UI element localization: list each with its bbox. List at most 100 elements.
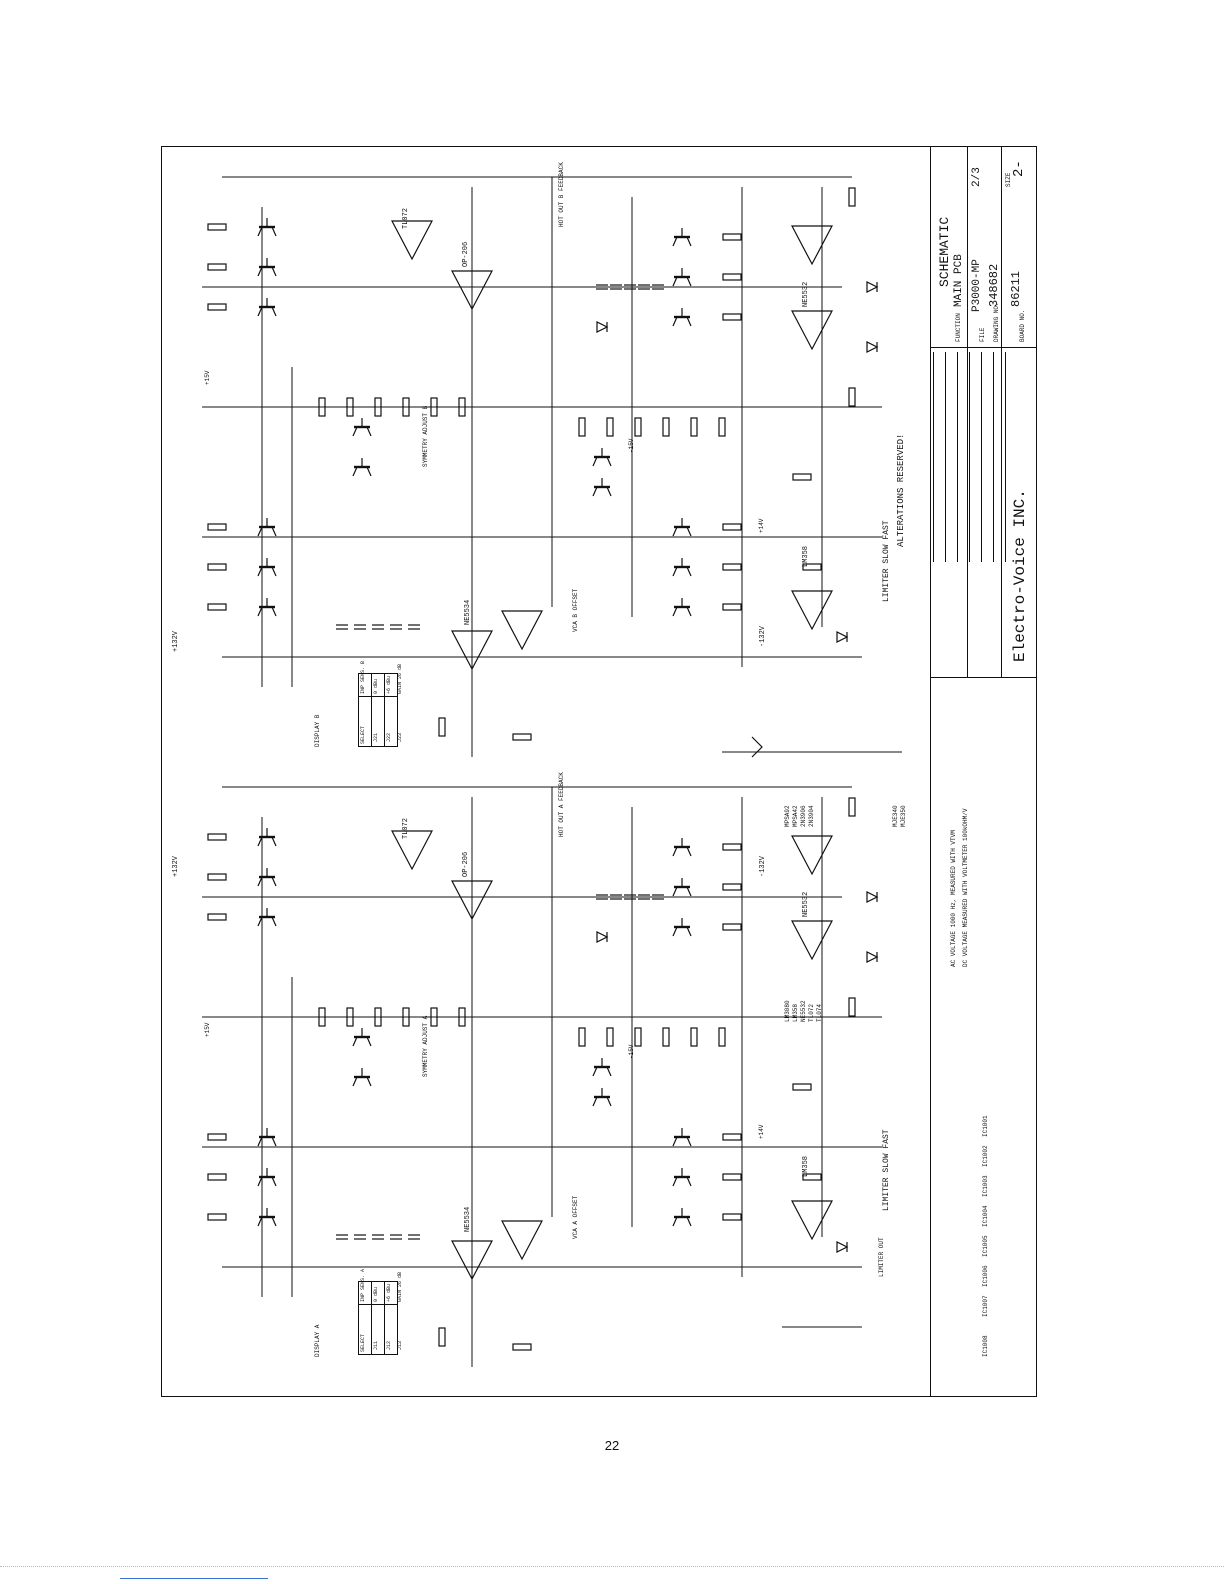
- driver-transistor-a: [592, 1088, 612, 1107]
- schematic-frame: SCHEMATIC FUNCTION MAIN PCB FILE P3000-M…: [161, 146, 1037, 1397]
- emitter-resistor-a: [207, 873, 227, 881]
- bus-label-3: IC1003: [982, 1175, 989, 1197]
- bias-resistor-b: [374, 397, 382, 417]
- transistor-lead: [686, 1136, 692, 1147]
- transistor-lead: [366, 1036, 372, 1047]
- transistor-lead: [257, 876, 263, 887]
- transistor-lead: [672, 316, 678, 327]
- capacitor-b: [610, 284, 622, 290]
- transistor-lead: [672, 526, 678, 537]
- limiter-a: LIMITER SLOW FAST: [882, 1129, 891, 1211]
- sheet-number: 2/3: [971, 167, 983, 187]
- bias-resistor-b: [318, 397, 326, 417]
- hot-out-b-feedback: HOT OUT B FEEDBACK: [558, 162, 565, 227]
- bus-label-2: IC1002: [982, 1145, 989, 1167]
- opamp-symbol-a: [791, 1200, 833, 1241]
- output-transistor-b: [672, 308, 692, 327]
- output-transistor-b: [257, 258, 277, 277]
- emitter-resistor-b: [722, 523, 742, 531]
- transistor-lead: [686, 316, 692, 327]
- output-transistor-a: [672, 838, 692, 857]
- transistor-lead: [257, 1136, 263, 1147]
- opamp-symbol-b: [391, 220, 433, 261]
- feedback-resistor-b: [848, 387, 856, 407]
- revision-table: [933, 352, 1007, 562]
- emitter-resistor-b: [207, 303, 227, 311]
- transistor-lead: [672, 926, 678, 937]
- capacitor-a: [408, 1234, 420, 1240]
- company-name: Electro-Voice INC.: [1011, 489, 1029, 662]
- emitter-resistor-b: [207, 563, 227, 571]
- transistor-lead: [271, 266, 277, 277]
- transistor-lead: [271, 306, 277, 317]
- file-label: FILE: [979, 327, 986, 342]
- bus-label-1: IC1001: [982, 1115, 989, 1137]
- opamp-b-5: LM358: [802, 545, 810, 567]
- symmetry-adjust-b: SYMMETRY ADJUST B: [422, 405, 429, 467]
- emitter-resistor-a: [722, 923, 742, 931]
- diode-b: [596, 321, 609, 333]
- emitter-resistor-a: [207, 1133, 227, 1141]
- display-b-label: DISPLAY B: [314, 714, 321, 747]
- bias-resistor-a: [402, 1007, 410, 1027]
- opamp-symbol-b: [791, 310, 833, 351]
- capacitor-b: [638, 284, 650, 290]
- transistor-lead: [257, 306, 263, 317]
- drawing-no-label: DRAWING NO.: [993, 302, 1000, 342]
- schematic-components: [207, 187, 879, 1351]
- size-value: 2-: [1011, 160, 1027, 177]
- transistor-lead: [686, 606, 692, 617]
- bias-resistor-a: [430, 1007, 438, 1027]
- emitter-resistor-b: [207, 523, 227, 531]
- footer-link-underline: [120, 1578, 268, 1579]
- legend-transistor-5: MJE340: [892, 805, 899, 827]
- transistor-lead: [257, 266, 263, 277]
- select-j21: J21: [373, 732, 379, 742]
- limiter-out-a: LIMITER OUT: [878, 1237, 885, 1277]
- opamp-symbol-a: [791, 835, 833, 876]
- emitter-resistor-b: [207, 263, 227, 271]
- transistor-lead: [352, 426, 358, 437]
- vca-a-offset: VCA A OFFSET: [572, 1195, 579, 1239]
- transistor-lead: [672, 1216, 678, 1227]
- emitter-resistor-a: [207, 833, 227, 841]
- transistor-lead: [352, 1076, 358, 1087]
- opamp-symbol-a: [451, 1240, 493, 1281]
- footer-rule: [0, 1566, 1224, 1567]
- select-j22: J22: [386, 732, 392, 742]
- input-resistor-b: [438, 717, 446, 737]
- transistor-lead: [366, 1076, 372, 1087]
- transistor-lead: [686, 886, 692, 897]
- transistor-lead: [257, 1216, 263, 1227]
- emitter-resistor-b: [722, 563, 742, 571]
- bus-label-8: IC1008: [982, 1335, 989, 1357]
- select-j12: J12: [386, 1340, 392, 1350]
- bias-resistor-b: [690, 417, 698, 437]
- transistor-lead: [672, 606, 678, 617]
- emitter-resistor-b: [722, 313, 742, 321]
- capacitor-b: [336, 624, 348, 630]
- capacitor-a: [390, 1234, 402, 1240]
- bus-label-6: IC1006: [982, 1265, 989, 1287]
- transistor-lead: [606, 1066, 612, 1077]
- limiter-resistor-a: [802, 1173, 822, 1181]
- select-header-b: SELECT: [360, 725, 366, 744]
- transistor-lead: [686, 566, 692, 577]
- select-j12-value: +6 dBu: [386, 1283, 392, 1302]
- emitter-resistor-a: [207, 1173, 227, 1181]
- opamp-symbol-a: [391, 830, 433, 871]
- transistor-lead: [271, 1176, 277, 1187]
- emitter-resistor-a: [722, 1173, 742, 1181]
- bias-resistor-a: [458, 1007, 466, 1027]
- transistor-lead: [592, 456, 598, 467]
- output-transistor-b: [672, 558, 692, 577]
- diode-b: [836, 631, 849, 643]
- driver-transistor-a: [592, 1058, 612, 1077]
- driver-transistor-b: [352, 418, 372, 437]
- select-j23-value: GAIN 26 dB: [397, 663, 403, 694]
- rail-a-neg: -132V: [759, 855, 767, 877]
- driver-transistor-a: [352, 1068, 372, 1087]
- transistor-lead: [352, 1036, 358, 1047]
- transistor-lead: [271, 226, 277, 237]
- diode-body: [836, 631, 849, 643]
